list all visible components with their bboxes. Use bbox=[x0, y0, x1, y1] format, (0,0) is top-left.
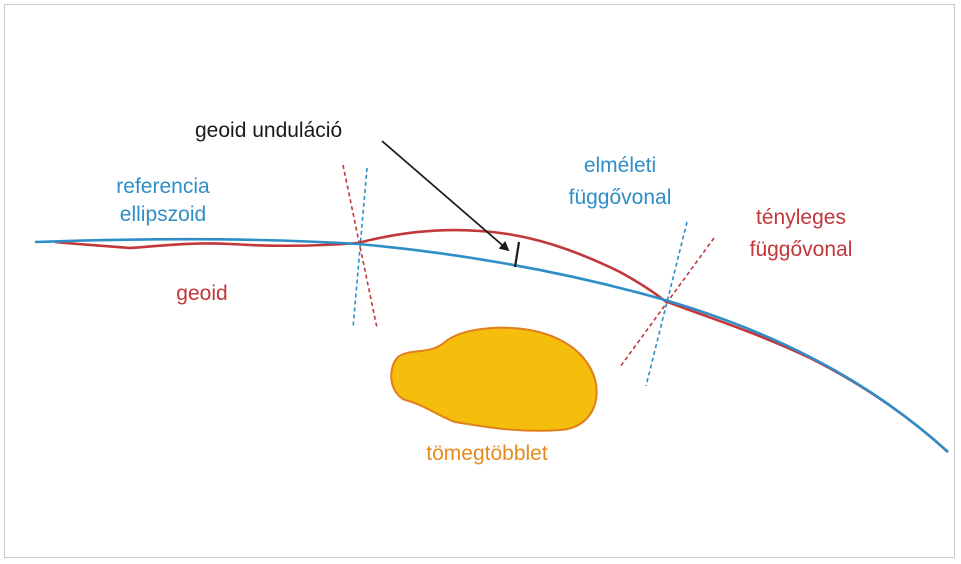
label-reference-ellipsoid-2: ellipszoid bbox=[120, 203, 206, 226]
undulation-marker bbox=[515, 242, 519, 267]
label-mass-excess: tömegtöbblet bbox=[426, 442, 548, 465]
mass-excess-blob bbox=[391, 328, 596, 431]
label-theoretical-plumb-2: függővonal bbox=[569, 186, 672, 209]
label-theoretical-plumb-1: elméleti bbox=[584, 154, 656, 177]
label-geoid: geoid bbox=[176, 282, 227, 305]
label-actual-plumb-1: tényleges bbox=[756, 206, 846, 229]
label-reference-ellipsoid-1: referencia bbox=[116, 175, 210, 198]
label-actual-plumb-2: függővonal bbox=[750, 238, 853, 261]
label-geoid-undulation: geoid unduláció bbox=[195, 119, 342, 142]
